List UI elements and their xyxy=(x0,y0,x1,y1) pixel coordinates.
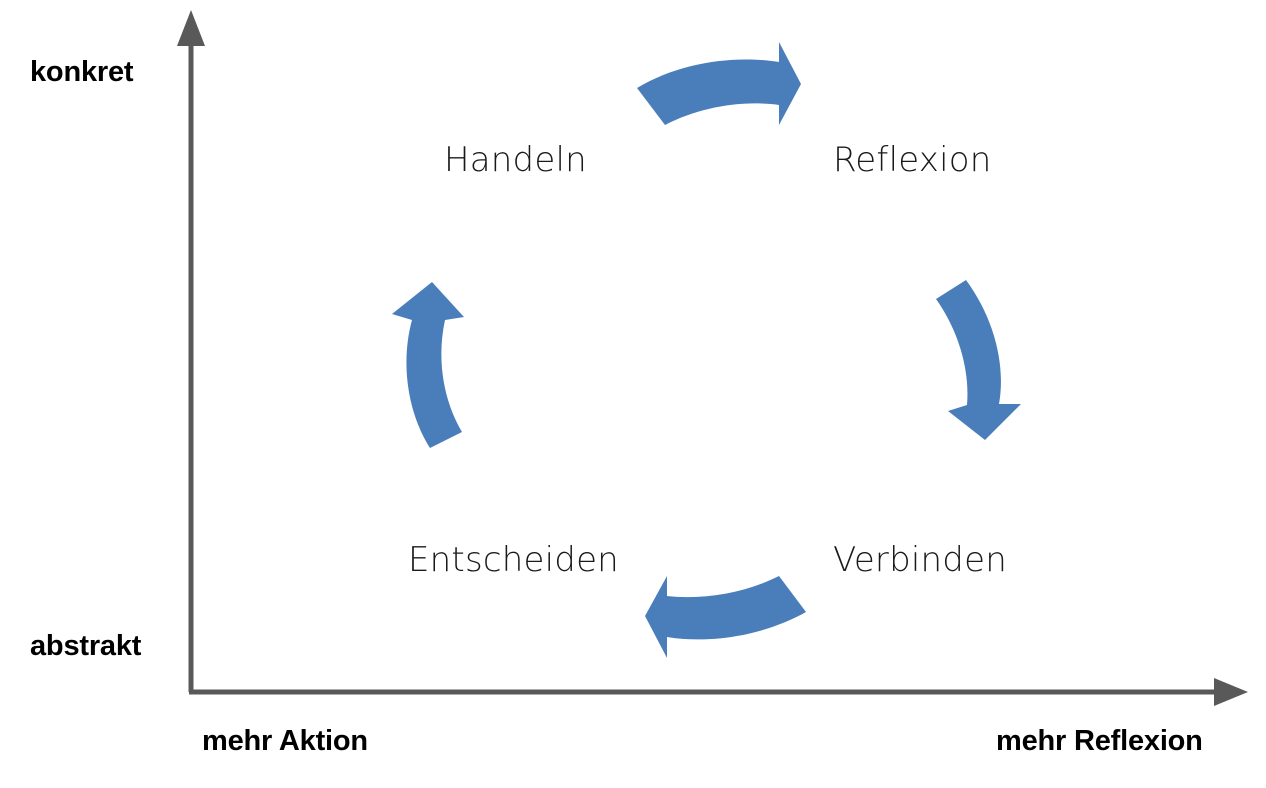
cycle-node-verbinden: Verbinden xyxy=(833,540,1007,580)
x-axis-arrowhead xyxy=(1214,678,1248,706)
arrow-left-curved-up-icon xyxy=(392,282,464,448)
y-axis-arrowhead xyxy=(177,10,205,46)
cycle-node-reflexion: Reflexion xyxy=(833,140,992,180)
arrow-top-curved-right-icon xyxy=(637,42,801,125)
axis-label-abstrakt: abstrakt xyxy=(30,630,142,662)
axis-label-mehr-reflexion: mehr Reflexion xyxy=(996,725,1203,757)
cycle-node-handeln: Handeln xyxy=(444,140,587,180)
axis-label-konkret: konkret xyxy=(30,56,134,88)
arrow-right-curved-down-icon xyxy=(936,280,1021,440)
cycle-node-entscheiden: Entscheiden xyxy=(408,540,619,580)
axis-label-mehr-aktion: mehr Aktion xyxy=(202,725,368,757)
arrow-bottom-curved-left-icon xyxy=(645,576,806,658)
